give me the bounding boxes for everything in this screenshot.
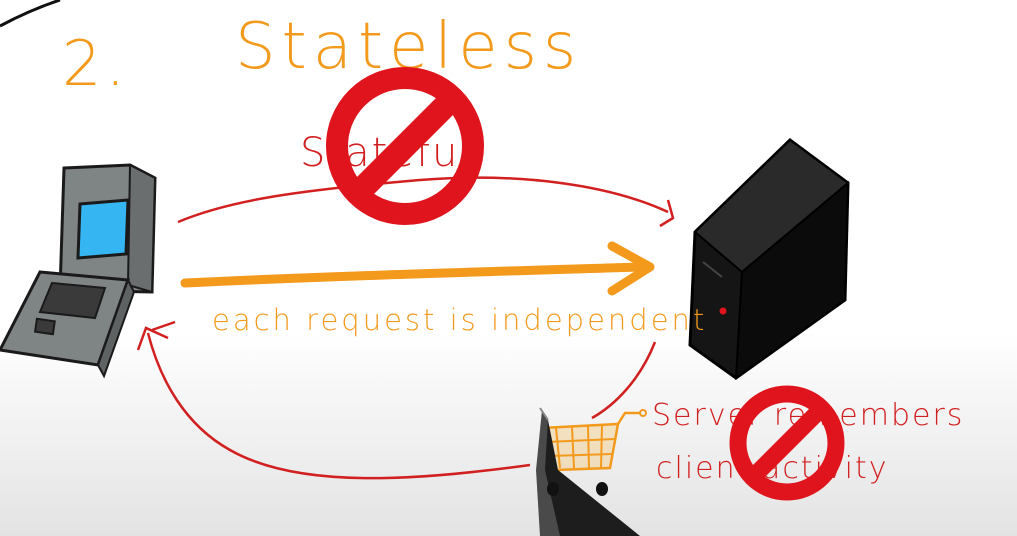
corner-stroke [0, 0, 61, 28]
arrow-caption: each request is independent [212, 303, 707, 337]
heading-number: 2. [62, 27, 129, 100]
server-icon [688, 138, 850, 381]
no-symbol-icon [326, 67, 484, 225]
no-symbol-icon [729, 385, 845, 501]
laptop-icon [0, 163, 157, 379]
stateful-arrow [177, 176, 669, 224]
pen-icon [536, 407, 640, 536]
power-light [719, 307, 727, 315]
request-arrow [180, 241, 655, 296]
response-arrow-upper [591, 341, 657, 420]
response-arrow [146, 332, 531, 480]
